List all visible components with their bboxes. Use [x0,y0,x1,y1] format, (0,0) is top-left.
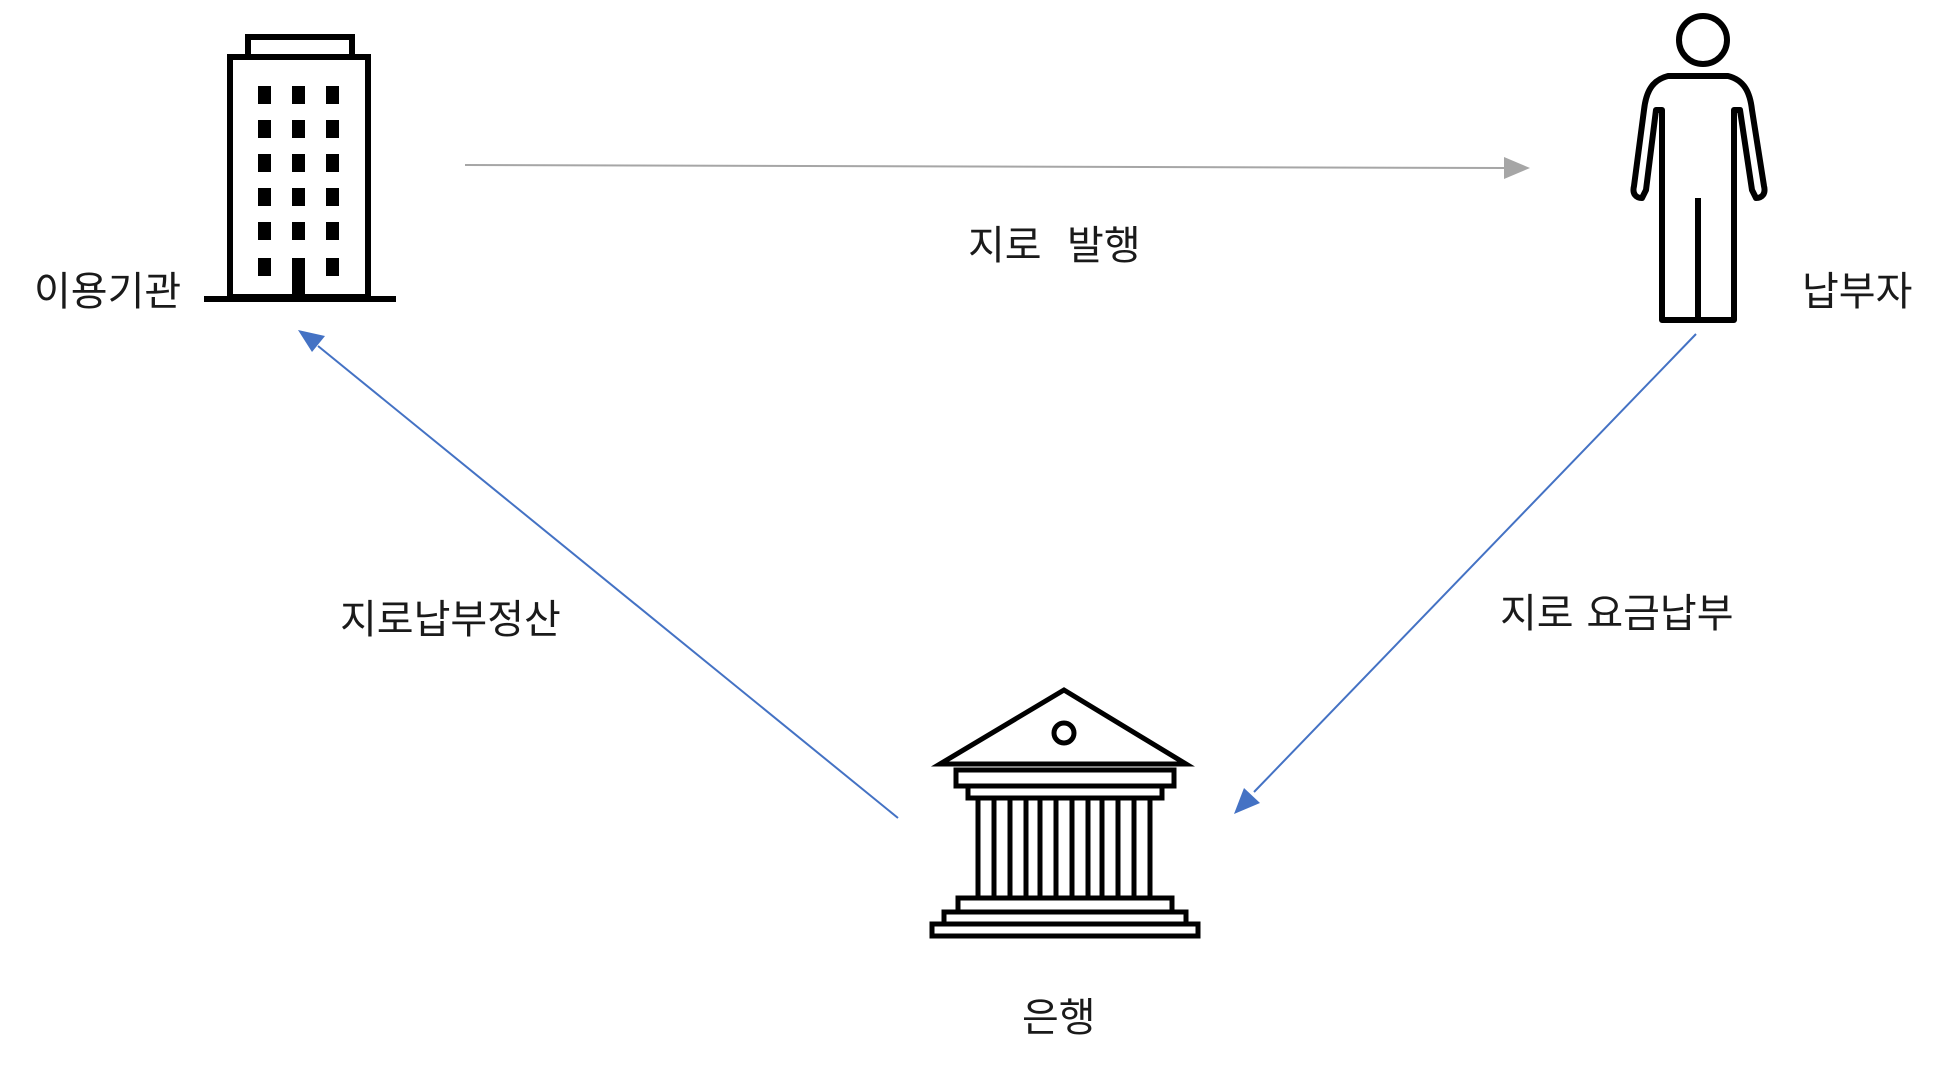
office-building-icon [204,34,396,302]
institution-label: 이용기관 [34,269,182,315]
edge-settlement-label: 지로납부정산 [340,597,561,643]
edge-payment-label: 지로 요금납부 [1500,591,1734,637]
bank-label: 은행 [1022,995,1096,1041]
edge-payment-arrow [1234,333,1697,814]
bank-icon [929,687,1201,939]
edge-settlement-arrow [298,330,899,819]
person-icon [1630,13,1768,323]
edge-issue-label: 지로 발행 [968,223,1141,269]
payer-label: 납부자 [1802,269,1913,315]
edge-issue-arrow [464,157,1530,179]
